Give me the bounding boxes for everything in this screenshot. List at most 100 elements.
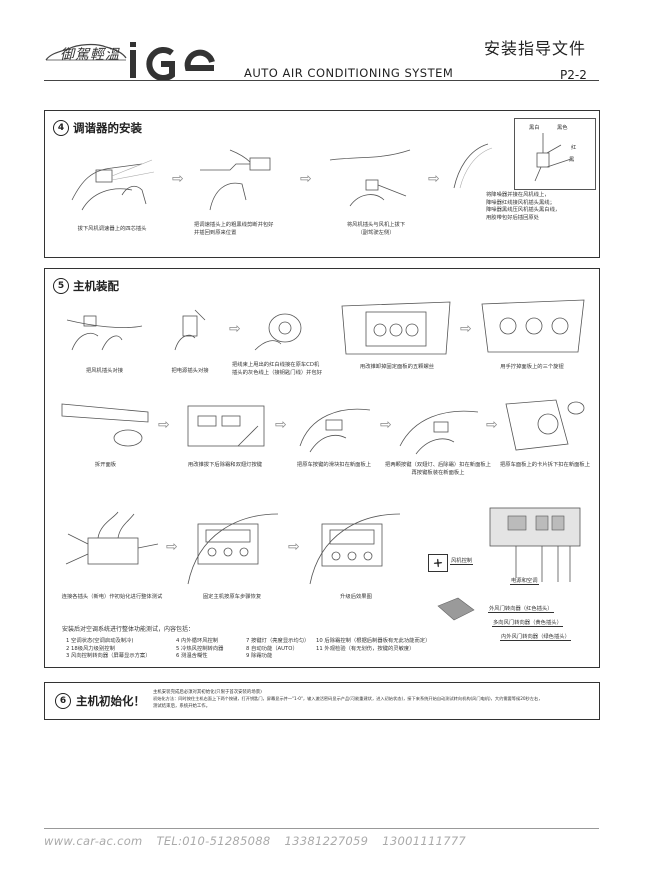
assembly-step3-illustration [254,313,302,351]
init-line: 初始化方法：同时按住主机右面上下两个按键，打开钥匙门，屏幕显示并一"1-0"，输… [153,696,543,702]
car-outline-icon [45,43,127,61]
noise-suppressor-inset: 黑白 黑色 红 黑 [514,118,596,190]
function-item [316,653,436,661]
tuner-step2-caption: 把调速插头上的粗黑线剪断并包好 并插回到原来位置 [194,222,274,236]
assembly-step9-illustration [399,410,479,455]
assembly-step13-caption: 升级后效果图 [340,594,372,600]
function-item: 4 内外循环风控制 [176,638,219,644]
assembly-step10-illustration [505,399,585,451]
section-5-title: 5 主机装配 [53,278,119,294]
function-item: 1 空调状态(空调启动及制冷) [66,638,134,644]
tuner-step2-illustration [200,149,271,211]
assembly-step8-caption: 把原车按键的滑块扣在新面板上 [296,462,372,468]
subtitle: AUTO AIR CONDITIONING SYSTEM [244,66,454,80]
label-outer-loop: 外风门转向器（红色插头） [488,606,554,613]
footer-phone1: 13381227059 [284,834,369,848]
section-6-heading: 主机初始化！ [76,694,145,708]
label-inner-loop: 内外风门转向器（绿色插头） [500,634,571,641]
function-test-intro: 安装后对空调系统进行整体功能测试，内容包括： [62,626,195,633]
assembly-step5-caption: 用手拧掉面板上的三个旋钮 [500,364,564,370]
step-arrow: ⇨ [486,417,498,433]
assembly-step1-caption: 把风机插头对接 [85,368,124,374]
assembly-step6-illustration [61,403,149,447]
step-arrow: ⇨ [166,539,178,555]
assembly-step1-illustration [66,315,143,351]
callout-black-lower: 黑 [569,157,575,163]
assembly-step2-caption: 把电源插头对接 [171,368,209,374]
label-fan-control: 风机控制 [450,558,474,565]
callout-red: 红 [571,145,577,151]
callout-black: 黑色 [557,125,568,131]
tuner-step1-caption: 拔下风机调速器上的四芯插头 [77,226,147,232]
tuner-step4-illustration [453,143,493,189]
section-5-number: 5 [53,278,69,294]
function-item: 3 风向控制转向器（屏幕显示方案） [66,653,151,659]
footer-divider [44,828,599,829]
assembly-step5-illustration [481,299,585,353]
tuner-step1-illustration [71,159,155,211]
label-mode-door: 多向风门转向器（黄色插头） [492,620,563,627]
footer-contact: www.car-ac.com TEL:010-51285088 13381227… [44,834,476,848]
footer-website: www.car-ac.com [44,834,143,848]
assembly-step11-illustration [65,511,159,565]
tuner-step3-caption: 将风机插头与风机上拔下 （副驾驶左侧） [346,222,406,236]
assembly-step4-caption: 用改锥卸掉固定面板的五颗螺丝 [359,364,435,370]
section-tuner-install: 4 调谐器的安装 [44,110,600,258]
assembly-step13-illustration [309,513,401,585]
function-item: 2 18级风力级别控制 [66,645,115,652]
step-arrow: ⇨ [229,321,241,337]
section-4-number: 4 [53,120,69,136]
document-title: 安装指导文件 [484,39,587,58]
section-5-heading: 主机装配 [73,279,119,293]
section-6-title: 6 主机初始化！ [55,693,145,709]
assembly-step12-caption: 固定主机按原车步骤恢复 [202,594,262,600]
footer-phone2: 13001111777 [382,834,467,848]
assembly-step2-illustration [174,309,206,351]
brand-script: 御駕輕溫 [60,47,120,63]
function-item: 10 后除霜控制（根据后制器板有无此功能而定） [316,638,431,644]
ige-logo [130,42,215,81]
control-module-diagram [489,507,581,582]
assembly-step6-caption: 拆开面板 [94,462,117,468]
step-arrow: ⇨ [460,321,472,337]
function-item: 5 冷热风控制转向器 [176,645,224,652]
function-item: 6 测温含糊性 [176,653,208,659]
function-test-list: 1 空调状态(空调启动及制冷) 4 内外循环风控制 7 按键灯（亮度显示均匀） … [66,638,436,661]
assembly-step9-caption: 把两颗按键（双翅灯、后除霜）扣在新面板上 再按键板装在新面板上 [385,462,491,476]
assembly-step11-caption: 连接各插头（新电）作初始化进行整体测试 [61,594,163,600]
step-arrow: ⇨ [158,417,170,433]
fan-icon-box [428,554,448,572]
function-item: 9 除霜功能 [246,653,273,659]
section-host-init: 6 主机初始化！ 主机安装完成后必须对其初始化(只限于首次安装的场景) 初始化方… [44,682,600,720]
assembly-step7-illustration [187,405,265,447]
callout-black-white: 黑白 [529,125,540,131]
tuner-step3-illustration [329,149,411,207]
label-power: 电源和空调 [510,578,539,585]
assembly-step10-caption: 把原车面板上的卡片拆下扣在新面板上 [499,462,591,468]
assembly-step8-illustration [299,408,371,453]
noise-suppressor-diagram [534,133,572,182]
assembly-step12-illustration [187,513,279,585]
section-host-assembly: 5 主机装配 [44,268,600,668]
tuner-step4-caption: 将降噪器并接在风机线上， 降噪器红线接风机插头黑线； 降噪器黑线压风机插头黑白线… [486,192,561,221]
section-6-body: 主机安装完成后必须对其初始化(只限于首次安装的场景) 初始化方法：同时按住主机右… [153,689,559,710]
function-item: 7 按键灯（亮度显示均匀） [246,638,310,644]
section-4-title: 4 调谐器的安装 [53,120,142,136]
step-arrow: ⇨ [300,171,312,187]
step-arrow: ⇨ [275,417,287,433]
connector-plug-icon [437,597,475,621]
section-4-heading: 调谐器的安装 [73,121,142,135]
section-6-number: 6 [55,693,71,709]
assembly-step3-caption: 把线束上甩出的红白线接在原车CD机 插头的灰色线上（接钥匙门线）并包好 [232,362,323,376]
step-arrow: ⇨ [428,171,440,187]
fan-icon [433,558,443,568]
step-arrow: ⇨ [380,417,392,433]
assembly-step4-illustration [341,301,451,355]
init-line: 测试结束后，系统开始工作。 [153,704,211,709]
page-number: P2-2 [560,68,587,82]
header-divider [44,80,599,81]
footer-tel: TEL:010-51285088 [156,834,271,848]
function-item: 11 外观检验（有无划伤，按键的灵敏度） [316,645,415,652]
init-line: 主机安装完成后必须对其初始化(只限于首次安装的场景) [153,690,262,695]
assembly-step7-caption: 用改锥拔下后除霜和双翅灯按键 [187,462,263,468]
